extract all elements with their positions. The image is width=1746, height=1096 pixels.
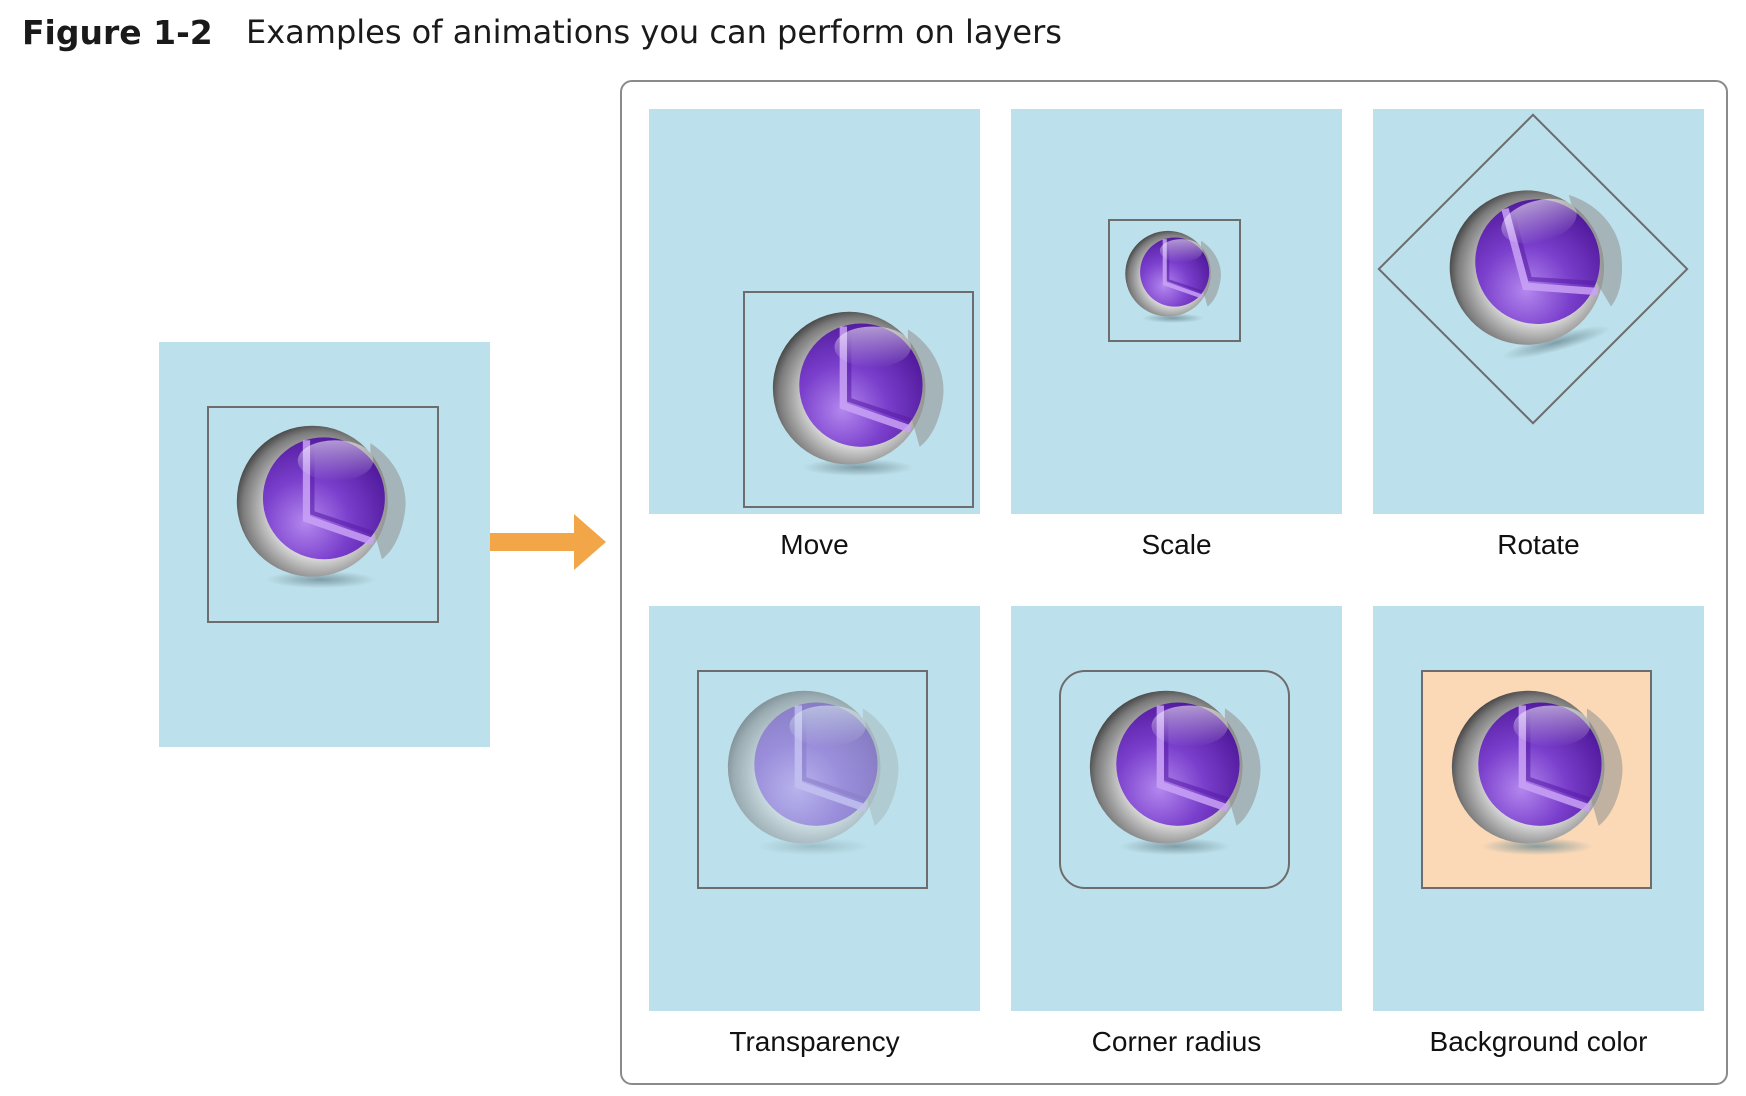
- layer-bounds: [1108, 219, 1241, 342]
- example-panel: [1011, 606, 1342, 1011]
- purple-orb-icon: [1446, 682, 1628, 864]
- figure-title: Examples of animations you can perform o…: [246, 13, 1062, 51]
- example-panel: [1373, 606, 1704, 1011]
- figure-number: Figure 1-2: [22, 12, 213, 52]
- example-label: Background color: [1429, 1026, 1648, 1057]
- layer-bounds: [1059, 670, 1290, 889]
- purple-orb-icon: [1084, 682, 1266, 864]
- examples-frame: Move Scale Rotate Transparency: [620, 80, 1728, 1085]
- layer-bounds: [743, 291, 974, 508]
- purple-orb-icon: [231, 417, 411, 597]
- example-panel: [649, 109, 980, 514]
- layer-bounds: [207, 406, 439, 623]
- example-label: Transparency: [729, 1026, 900, 1057]
- purple-orb-icon: [722, 682, 904, 864]
- example-label: Rotate: [1497, 529, 1580, 560]
- example-panel: [1373, 109, 1704, 514]
- source-layer-panel: [159, 342, 490, 747]
- layer-bounds: [697, 670, 928, 889]
- example-label: Scale: [1141, 529, 1212, 560]
- right-arrow-icon: [490, 514, 606, 570]
- example-label: Move: [780, 529, 849, 560]
- figure-caption: Figure 1-2 Examples of animations you ca…: [22, 10, 1062, 54]
- purple-orb-icon: [767, 303, 949, 485]
- example-label: Corner radius: [1091, 1026, 1262, 1057]
- example-panel: [1011, 109, 1342, 514]
- purple-orb-icon: [1122, 226, 1224, 328]
- example-panel: [649, 606, 980, 1011]
